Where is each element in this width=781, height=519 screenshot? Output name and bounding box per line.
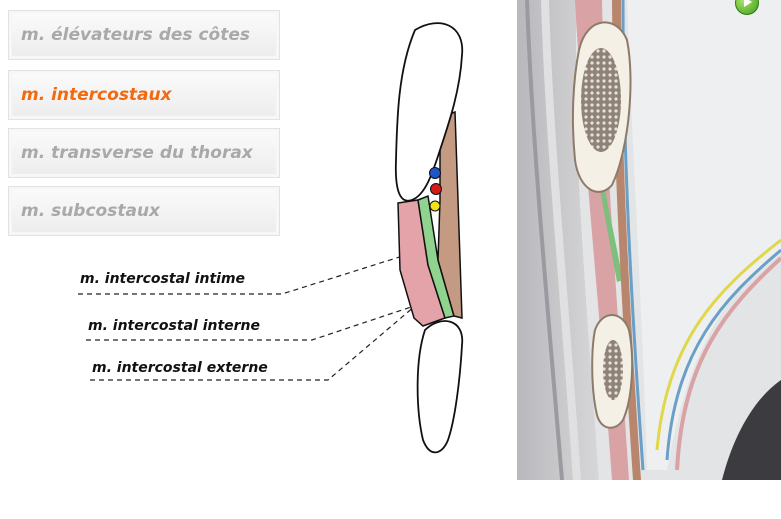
menu-button-label: m. intercostaux <box>21 85 172 105</box>
leader-line-interne <box>86 297 439 341</box>
menu-button-intercostaux[interactable]: m. intercostaux <box>8 70 280 120</box>
menu-button-subcostaux[interactable]: m. subcostaux <box>8 186 280 236</box>
leader-line-intime <box>78 247 429 295</box>
muscle-intime-shape <box>437 110 463 319</box>
label-intercostal-interne: m. intercostal interne <box>88 318 261 334</box>
anatomy-section-image <box>517 0 781 519</box>
intercostal-diagram <box>78 22 463 454</box>
menu-button-label: m. élévateurs des côtes <box>21 25 250 45</box>
menu-button-elevateurs[interactable]: m. élévateurs des côtes <box>8 10 280 60</box>
nerve-dot <box>429 200 441 212</box>
menu-button-label: m. transverse du thorax <box>21 143 253 163</box>
artery-dot <box>430 183 442 195</box>
label-intercostal-externe: m. intercostal externe <box>92 360 268 376</box>
menu-button-transverse[interactable]: m. transverse du thorax <box>8 128 280 178</box>
leader-line-externe <box>90 305 416 381</box>
upper-rib-shape <box>394 22 463 202</box>
label-intercostal-intime: m. intercostal intime <box>80 271 246 287</box>
vein-dot <box>429 167 441 179</box>
lower-rib-shape <box>416 320 463 454</box>
menu-button-label: m. subcostaux <box>21 201 161 221</box>
